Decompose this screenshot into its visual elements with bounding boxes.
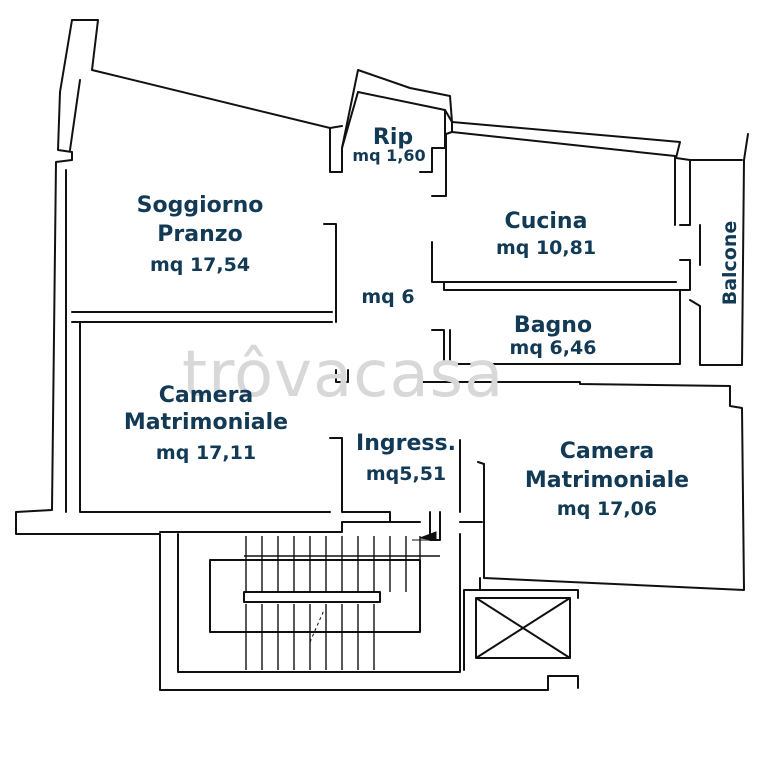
bagno-area: mq 6,46 [509,337,597,360]
camera-right-area: mq 17,06 [556,498,658,521]
elevator-frame [463,589,579,671]
cucina-label: Cucina mq 10,81 [496,210,596,259]
ingresso-name: Ingress. [356,431,456,456]
ingresso-label: Ingress. mq5,51 [356,432,456,485]
camera-left-label: Camera Matrimoniale mq 17,11 [124,384,288,464]
camera-left-name-2: Matrimoniale [123,410,289,436]
bagno-walls [419,329,745,591]
rip-name: Rip [372,125,414,150]
outer-wall-top-left-inner [15,19,161,537]
soggiorno-area: mq 17,54 [149,254,251,277]
rip-label: Rip [373,126,413,149]
camera-right-label: Camera Matrimoniale mq 17,06 [525,440,689,520]
camera-left-name-1: Camera [158,383,254,408]
rip-area: mq 1,60 [352,146,426,165]
camera-right-name-2: Matrimoniale [524,468,690,494]
stair-core [243,591,381,603]
cucina-area: mq 10,81 [495,237,597,260]
elevator [475,597,571,659]
ingresso-area: mq5,51 [365,463,447,486]
stair-inner [209,559,421,633]
partition-camera-left [159,437,391,533]
camera-left-area: mq 17,11 [155,442,257,465]
balcone-walls [689,133,749,366]
rip-right-wall [431,109,453,197]
corridoio-area: mq 6 [361,286,415,308]
camera-right-name-1: Camera [559,439,655,464]
soggiorno-label: Soggiorno Pranzo mq 17,54 [137,194,264,276]
outer-wall-top-left [71,19,691,226]
soggiorno-name-1: Soggiorno [136,193,264,218]
camera-left-box [79,321,331,513]
cucina-name: Cucina [504,209,588,234]
bagno-label: Bagno mq 6,46 [510,314,597,359]
bagno-name: Bagno [513,313,593,338]
stair-outer [159,533,579,691]
camera-right-walls [459,461,485,591]
partition-soggiorno-camera [71,223,349,383]
outer-wall-left-inner-line [65,79,81,513]
balcone-label: Balcone [719,220,741,306]
soggiorno-name-2: Pranzo [157,222,243,248]
